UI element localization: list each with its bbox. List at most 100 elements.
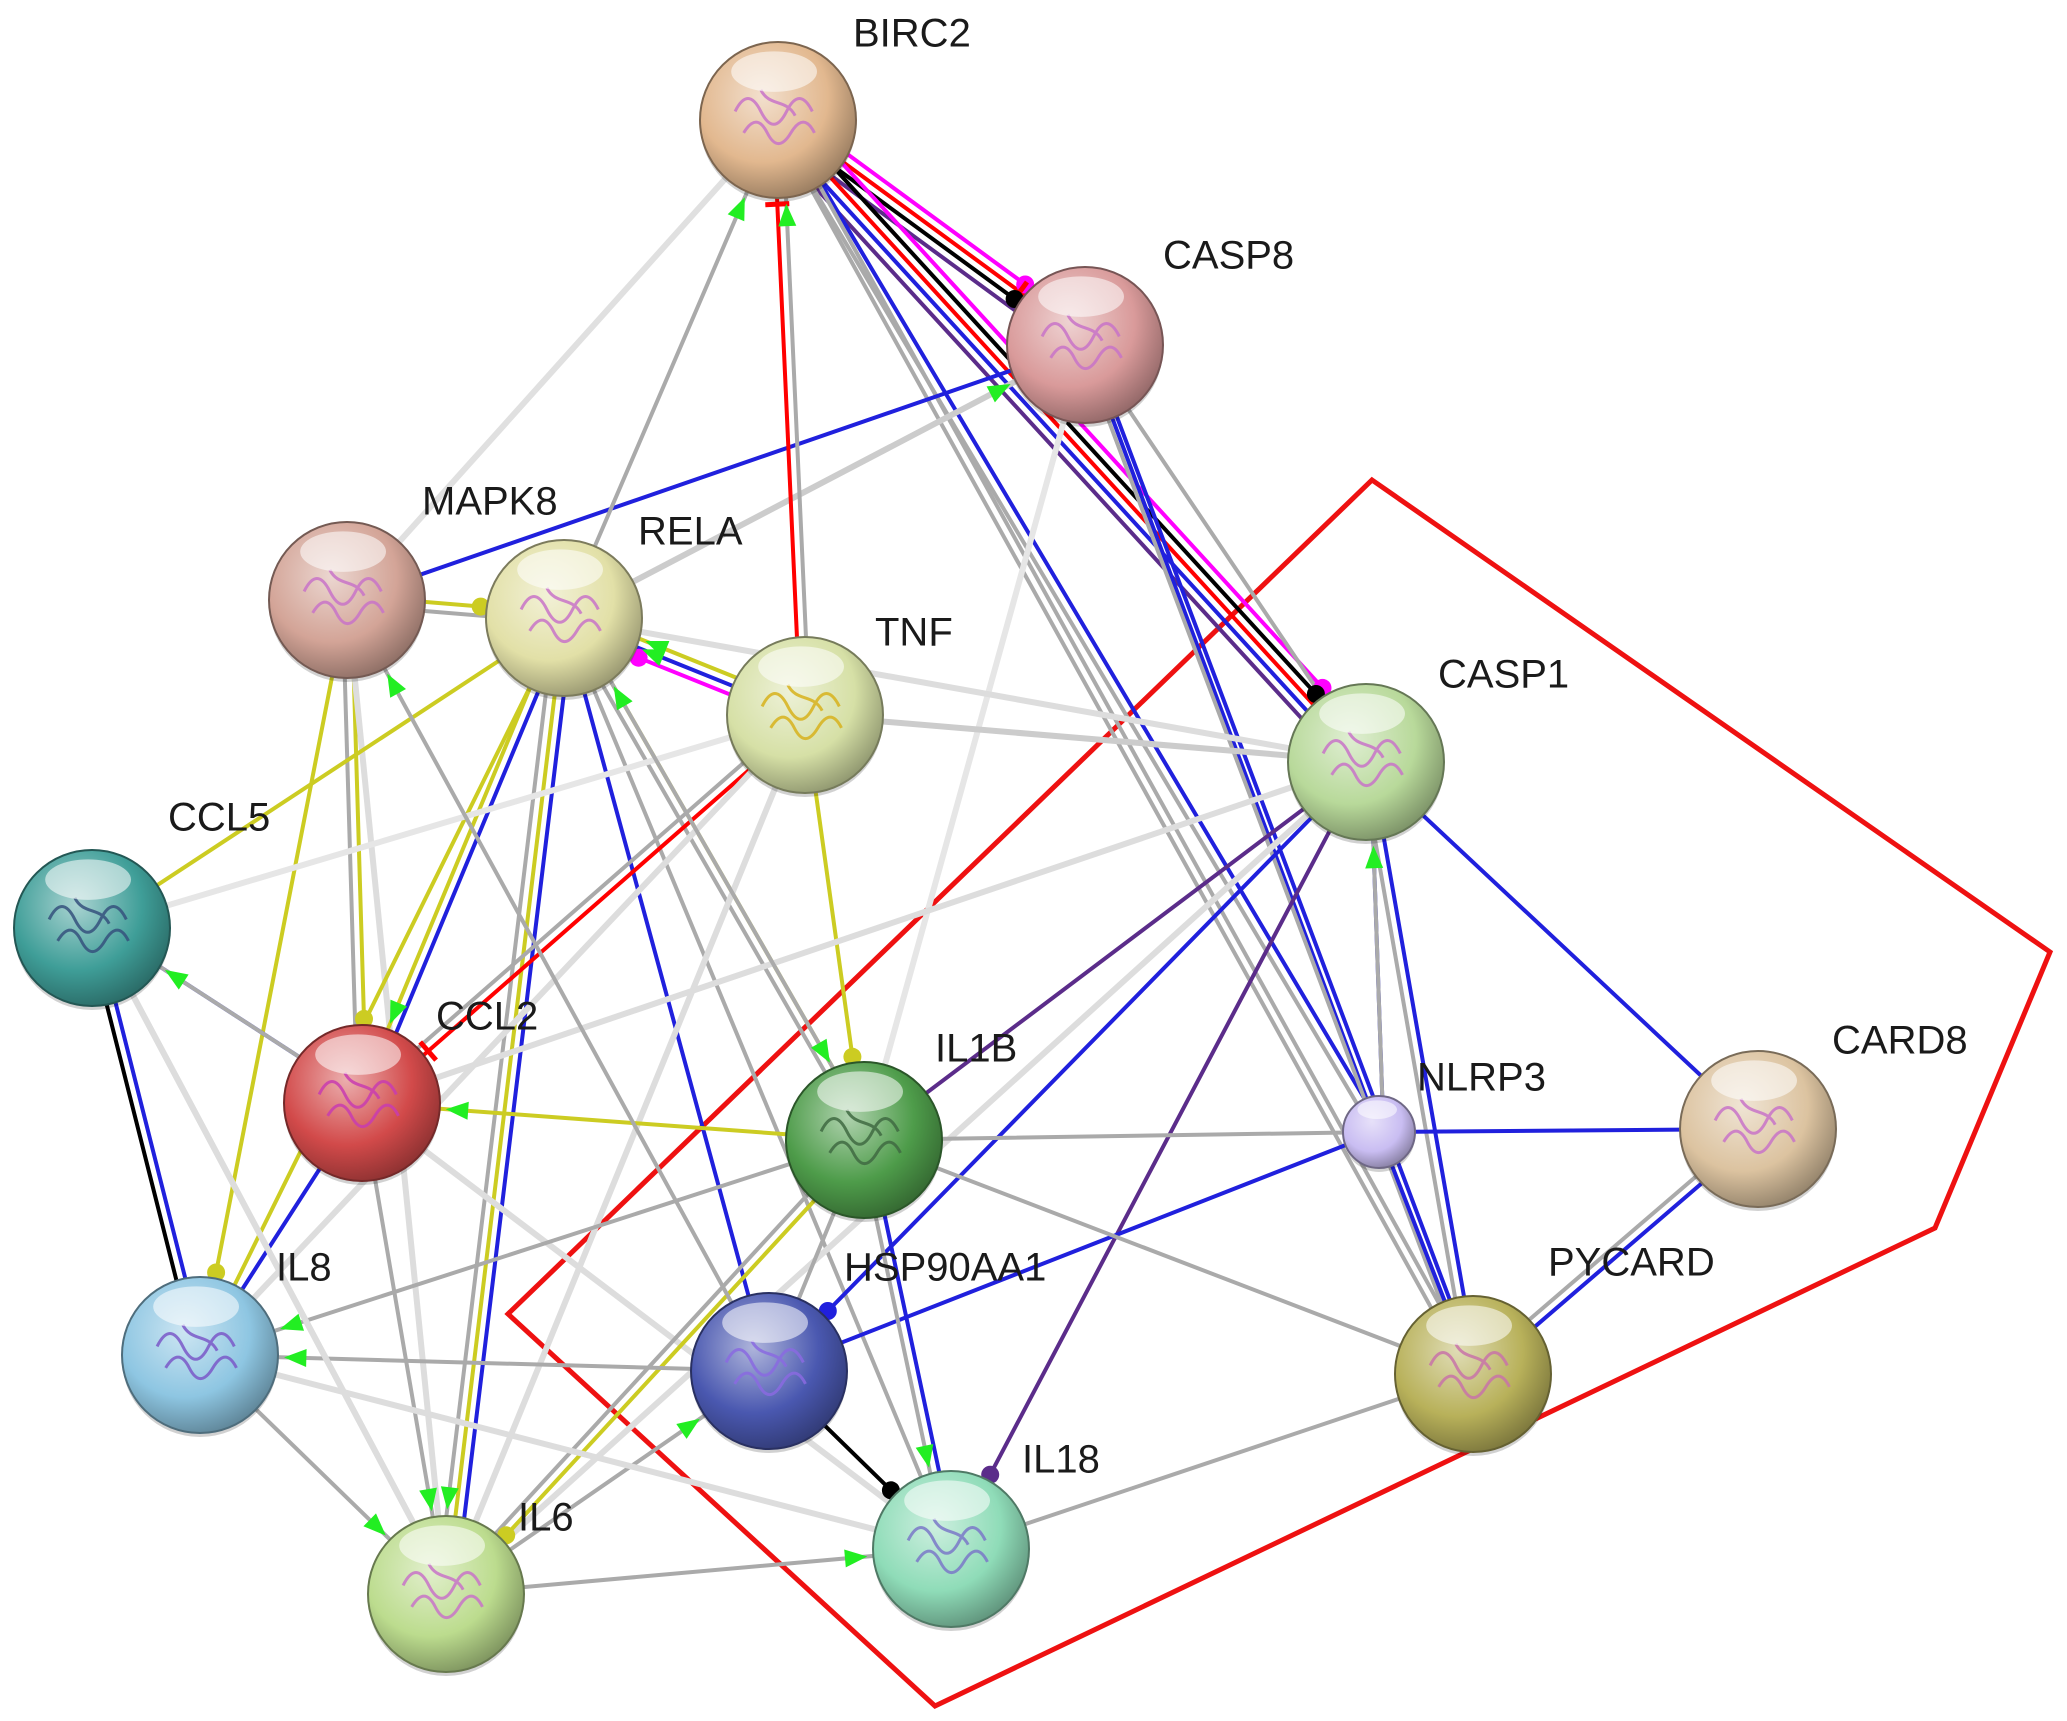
node-label: CARD8: [1832, 1019, 1968, 1063]
edge-casp1-pycard: [1368, 759, 1480, 1376]
protein-structure-icon: [155, 1324, 238, 1381]
node-label: IL18: [1022, 1438, 1100, 1482]
node-pycard[interactable]: PYCARD: [1394, 1241, 1715, 1456]
node-ccl2[interactable]: CCL2: [283, 995, 538, 1185]
edge-arrowhead: [1365, 845, 1384, 869]
edge-tnf-il8: [197, 712, 808, 1358]
edge-casp8-pycard: [1087, 341, 1480, 1375]
edge-mapk8-il8: [198, 598, 349, 1357]
edge-mapk8-birc2: [344, 117, 781, 603]
edge-rela-ccl2: [364, 617, 571, 1107]
edge-rela-casp1: [561, 615, 1369, 765]
cluster-outline: [504, 476, 2054, 1709]
edge-il8-il18: [197, 1352, 954, 1552]
edge-inhibition-bar: [765, 201, 790, 208]
protein-structure-icon: [1428, 1343, 1511, 1400]
node-card8[interactable]: CARD8: [1679, 1019, 1968, 1211]
node-highlight: [153, 1286, 240, 1327]
edge-tnf-casp1: [802, 712, 1369, 765]
edge-tnf-ccl2: [363, 716, 810, 1109]
protein-structure-icon: [302, 569, 385, 626]
protein-structure-icon: [519, 587, 602, 644]
node-highlight: [722, 1302, 808, 1343]
edge-rela-hsp90aa1: [562, 616, 771, 1373]
protein-structure-icon: [733, 89, 816, 146]
edge-arrowhead: [778, 203, 797, 227]
node-label: TNF: [875, 611, 953, 655]
edge-tnf-ccl5: [89, 712, 808, 931]
edge-arrowhead: [645, 641, 670, 658]
edge-pycard-il18: [949, 1372, 1475, 1551]
node-label: IL8: [276, 1246, 332, 1290]
node-label: CCL5: [168, 796, 270, 840]
node-label: HSP90AA1: [844, 1246, 1046, 1290]
edge-il1b-il6: [440, 1135, 863, 1593]
edge-birc2-casp1: [789, 105, 1382, 752]
edge-arrowhead: [279, 1313, 304, 1331]
edge-il1b-il6: [447, 1141, 870, 1599]
node-ccl5[interactable]: CCL5: [13, 796, 270, 1010]
edge-casp1-card8: [1364, 760, 1760, 1131]
edge-il6-ccl5: [93, 922, 453, 1595]
node-il6[interactable]: IL6: [367, 1496, 574, 1676]
node-label: CCL2: [436, 995, 538, 1039]
edge-arrowhead: [613, 686, 633, 711]
edge-arrowhead: [419, 1487, 437, 1512]
node-birc2[interactable]: BIRC2: [699, 12, 971, 202]
edge-arrowhead: [164, 969, 189, 990]
protein-structure-icon: [401, 1563, 484, 1620]
node-casp8[interactable]: CASP8: [1006, 234, 1294, 427]
node-il18[interactable]: IL18: [872, 1438, 1100, 1631]
node-il8[interactable]: IL8: [121, 1246, 332, 1437]
edge-casp1-il18: [949, 760, 1368, 1551]
edge-arrowhead: [844, 1549, 868, 1568]
protein-structure-icon: [1040, 314, 1123, 371]
edge-arrowhead: [363, 1513, 386, 1536]
edge-il1b-il8: [198, 1138, 866, 1357]
edge-birc2-nlrp3: [772, 120, 1378, 1137]
edge-pycard-il1b: [862, 1138, 1475, 1376]
node-highlight: [399, 1525, 485, 1566]
node-highlight: [1426, 1305, 1512, 1346]
edge-arrowhead: [915, 1444, 934, 1468]
node-highlight: [904, 1480, 990, 1521]
node-highlight: [731, 51, 817, 92]
protein-structure-icon: [906, 1518, 989, 1575]
protein-structure-icon: [1321, 731, 1404, 788]
node-nlrp3[interactable]: NLRP3: [1342, 1056, 1546, 1172]
node-label: CASP8: [1163, 234, 1294, 278]
edge-il1b-ccl2: [360, 1101, 866, 1142]
edge-mapk8-casp8: [345, 343, 1087, 602]
protein-structure-icon: [760, 684, 843, 741]
node-highlight: [817, 1071, 903, 1112]
edge-casp1-hsp90aa1: [767, 760, 1368, 1373]
edge-casp8-pycard: [1078, 344, 1471, 1378]
edge-rela-il1b: [562, 616, 866, 1142]
node-rela[interactable]: RELA: [485, 510, 743, 700]
edge-dot-end: [355, 1009, 373, 1028]
node-highlight: [1711, 1060, 1797, 1101]
edge-arrowhead: [811, 1038, 830, 1063]
node-highlight: [1357, 1100, 1397, 1120]
protein-structure-icon: [819, 1109, 902, 1166]
node-tnf[interactable]: TNF: [726, 611, 953, 797]
edge-arrowhead: [727, 197, 745, 222]
edge-birc2-nlrp3: [779, 115, 1385, 1132]
edge-arrowhead: [387, 673, 406, 698]
node-highlight: [1319, 693, 1405, 734]
node-casp1[interactable]: CASP1: [1287, 653, 1569, 844]
node-hsp90aa1[interactable]: HSP90AA1: [690, 1246, 1046, 1453]
edge-arrowhead: [986, 384, 1011, 403]
node-highlight: [1038, 276, 1124, 317]
node-il1b[interactable]: IL1B: [785, 1027, 1017, 1222]
edge-tnf-il6: [443, 712, 808, 1597]
edge-ccl2-il18: [359, 1100, 954, 1552]
node-mapk8[interactable]: MAPK8: [268, 480, 558, 682]
edge-rela-ccl5: [90, 616, 566, 930]
node-highlight: [517, 549, 603, 590]
edge-arrowhead: [284, 1349, 307, 1367]
edge-casp1-ccl2: [359, 759, 1369, 1106]
edge-birc2-casp1: [782, 111, 1375, 758]
node-highlight: [300, 531, 386, 572]
